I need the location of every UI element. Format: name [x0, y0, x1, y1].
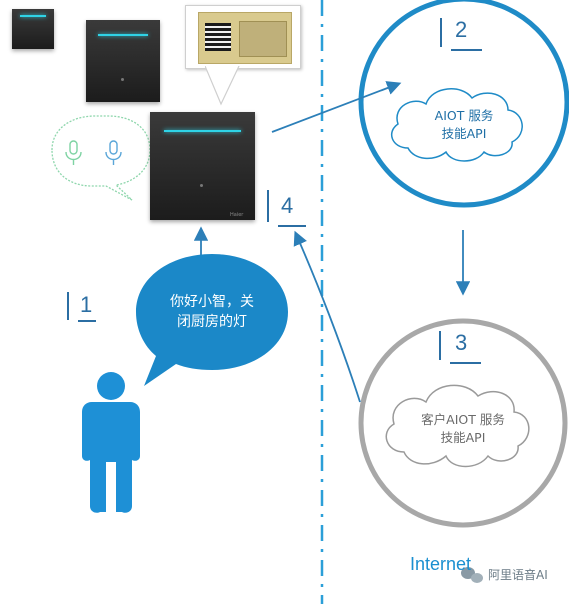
- customer-cloud-line1: 客户AIOT 服务: [421, 412, 505, 427]
- watermark-text: 阿里语音AI: [488, 568, 548, 582]
- customer-service-circle: [358, 318, 568, 528]
- step-number-3: 3: [455, 330, 468, 355]
- wechat-icon: [461, 567, 483, 583]
- mic-speech-bubble: [51, 115, 151, 201]
- step-number-2: 2: [455, 17, 468, 42]
- person-icon: [82, 372, 140, 513]
- voice-command-line1: 你好小智，关: [170, 294, 254, 310]
- arrow-customer-to-device: [293, 230, 361, 403]
- step4-bracket: [267, 190, 306, 227]
- step-number-4: 4: [281, 193, 294, 218]
- command-speech-bubble: [136, 254, 288, 386]
- module-board-image: [185, 5, 301, 69]
- qr-chip: [205, 23, 231, 51]
- voice-command-text: 你好小智，关 闭厨房的灯: [150, 292, 274, 332]
- cloud-icon: [390, 88, 523, 162]
- aiot-service-circle: [358, 0, 569, 208]
- microphone-icon: [105, 140, 122, 165]
- smart-panel-main: Haier: [150, 112, 255, 220]
- aiot-cloud-line1: AIOT 服务: [434, 108, 494, 123]
- customer-cloud-text: 客户AIOT 服务 技能API: [398, 411, 528, 447]
- callout-pointer: [205, 66, 240, 106]
- customer-cloud-line2: 技能API: [440, 430, 486, 445]
- smart-panel-medium: [86, 20, 160, 102]
- smart-panel-small: [12, 9, 54, 49]
- voice-command-line2: 闭厨房的灯: [177, 314, 247, 330]
- step1-bracket: [67, 292, 96, 322]
- arrow-device-to-cloud: [271, 81, 402, 133]
- internet-label: Internet: [410, 554, 472, 574]
- microphone-icon: [65, 140, 82, 165]
- step-number-1: 1: [80, 292, 93, 317]
- aiot-cloud-line2: 技能API: [441, 126, 487, 141]
- cloud-icon: [385, 384, 530, 468]
- step3-bracket: [439, 331, 481, 364]
- step2-bracket: [440, 18, 482, 51]
- aiot-cloud-text: AIOT 服务 技能API: [404, 107, 524, 143]
